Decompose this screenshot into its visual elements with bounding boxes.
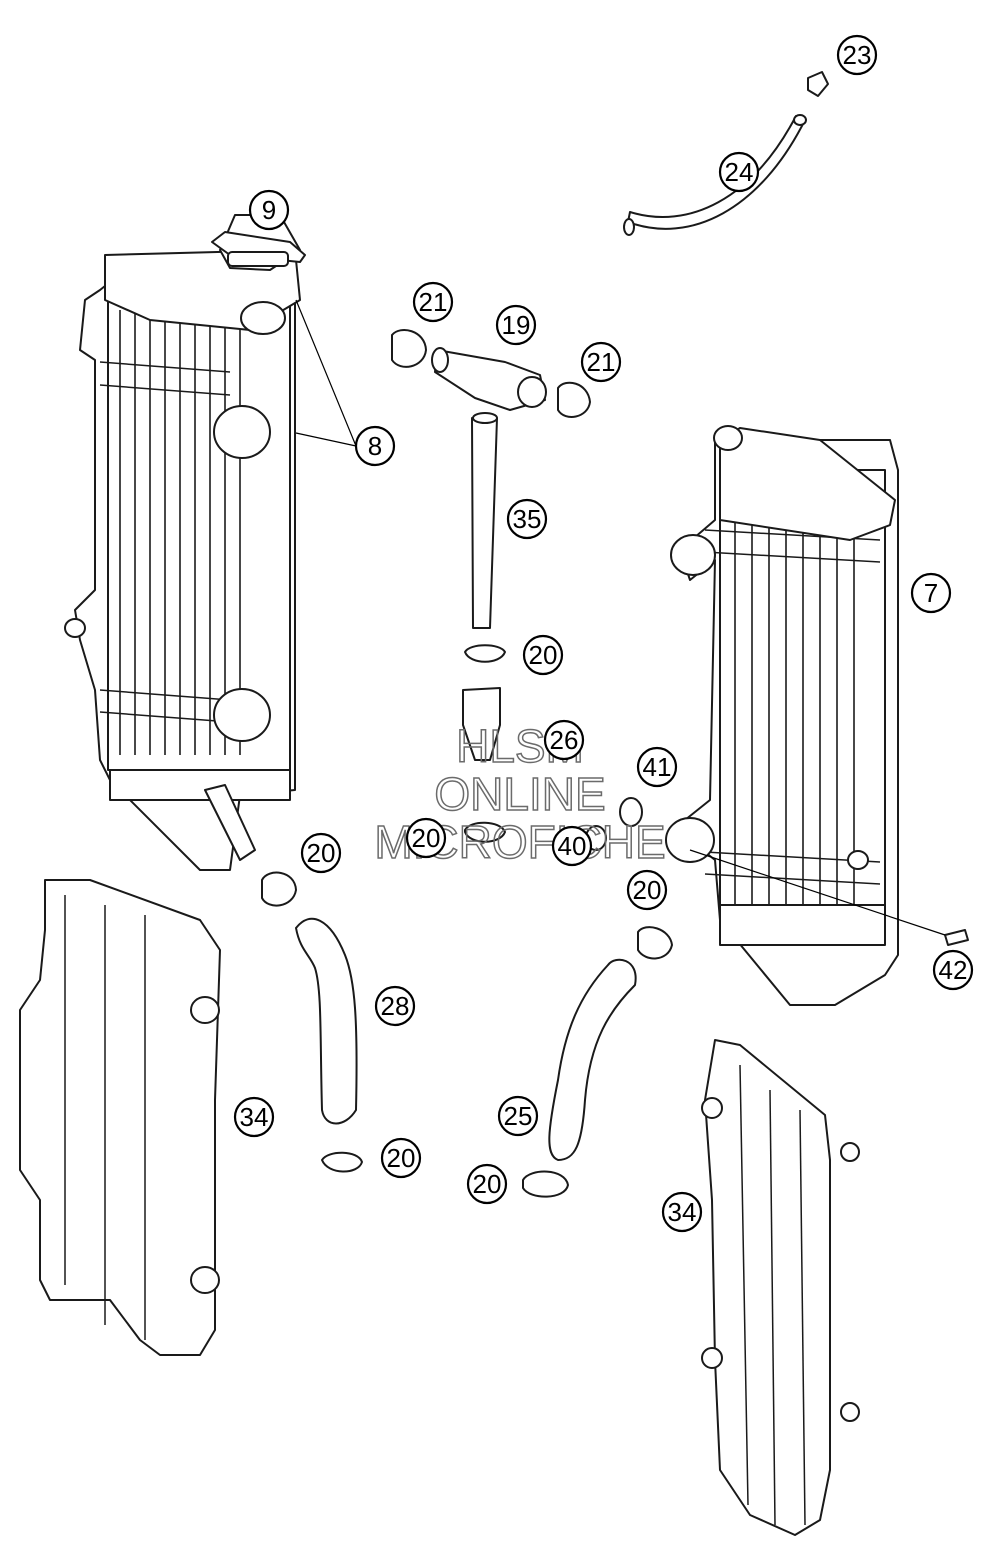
hose-clamp-center-upper — [464, 644, 506, 663]
radiator-cap — [211, 231, 306, 267]
callout: 20 — [405, 817, 447, 859]
hose-clamp-center-lower — [464, 821, 506, 843]
left-radiator-guard — [19, 879, 221, 1356]
callout-label: 21 — [419, 287, 448, 317]
callout-label: 40 — [558, 831, 587, 861]
callout-label: 24 — [725, 157, 754, 187]
callout-label: 20 — [473, 1169, 502, 1199]
callout: 35 — [506, 498, 548, 540]
callout: 34 — [661, 1191, 703, 1233]
callout: 24 — [718, 151, 760, 193]
hose-clip — [807, 71, 829, 97]
callout-label: 20 — [387, 1143, 416, 1173]
callout-label: 34 — [240, 1102, 269, 1132]
hose-clamp-21a — [391, 329, 427, 368]
callout-label: 41 — [643, 752, 672, 782]
callout: 20 — [380, 1137, 422, 1179]
callout: 9 — [248, 189, 290, 231]
callout: 28 — [374, 985, 416, 1027]
callout-label: 20 — [529, 640, 558, 670]
callout: 26 — [543, 719, 585, 761]
hose-clamp-28-lower — [321, 1151, 363, 1173]
callout-label: 34 — [668, 1197, 697, 1227]
callout: 21 — [412, 281, 454, 323]
hose-clamp-25-lower — [522, 1170, 569, 1198]
callout-label: 21 — [587, 347, 616, 377]
overflow-hose — [623, 114, 807, 236]
callout-label: 20 — [633, 875, 662, 905]
callout-label: 25 — [504, 1101, 533, 1131]
callout: 19 — [495, 304, 537, 346]
radiator-hose-28 — [295, 917, 358, 1125]
callout-label: 28 — [381, 991, 410, 1021]
bolt-42 — [689, 849, 969, 946]
hose-clamp-28-upper — [261, 871, 297, 907]
radiator-hose-25 — [548, 958, 637, 1161]
callout: 34 — [233, 1096, 275, 1138]
left-radiator — [64, 214, 301, 871]
callout-label: 20 — [412, 823, 441, 853]
callout-label: 8 — [368, 431, 382, 461]
callout: 25 — [497, 1095, 539, 1137]
right-radiator — [665, 425, 899, 1006]
callout: 41 — [636, 746, 678, 788]
hose-clamp-21b — [557, 381, 591, 418]
callout-label: 35 — [513, 504, 542, 534]
connector-26 — [462, 687, 501, 761]
thermostat-housing — [431, 347, 547, 411]
callout-label: 23 — [843, 40, 872, 70]
callout: 40 — [551, 825, 593, 867]
callout-label: 19 — [502, 310, 531, 340]
callout-label: 26 — [550, 725, 579, 755]
callout: 20 — [466, 1163, 508, 1205]
watermark-line-2: ONLINE — [434, 768, 605, 820]
callout: 8 — [354, 425, 396, 467]
callout: 42 — [932, 949, 974, 991]
callout: 20 — [300, 832, 342, 874]
callout-label: 7 — [924, 578, 938, 608]
callout-label: 20 — [307, 838, 336, 868]
callout: 20 — [522, 634, 564, 676]
callout: 7 — [910, 572, 952, 614]
hose-clamp-25-upper — [637, 926, 673, 960]
callout-label: 42 — [939, 955, 968, 985]
washer-41 — [619, 797, 643, 827]
callout: 20 — [626, 869, 668, 911]
callout: 21 — [580, 341, 622, 383]
callout: 23 — [836, 34, 878, 76]
right-radiator-guard — [701, 1039, 860, 1536]
connecting-tube — [471, 412, 498, 629]
callout-label: 9 — [262, 195, 276, 225]
